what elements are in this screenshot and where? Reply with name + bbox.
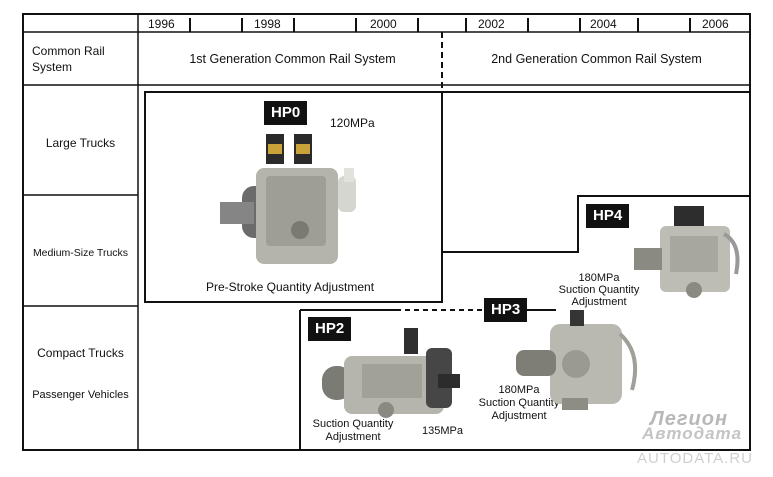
year-2002: 2002 [478, 17, 505, 31]
hp3-note-line2: Adjustment [491, 410, 547, 422]
row-label-large-trucks: Large Trucks [45, 136, 116, 150]
year-2004: 2004 [590, 17, 617, 31]
second-generation-label: 2nd Generation Common Rail System [491, 52, 702, 66]
watermark-line3: AUTODATA.RU [637, 450, 754, 467]
hp3-badge: HP3 [484, 298, 528, 322]
hp2-note-line2: Adjustment [325, 431, 381, 443]
row-label-medium-trucks: Medium-Size Trucks [32, 247, 129, 259]
hp0-note: Pre-Stroke Quantity Adjustment [205, 280, 375, 294]
hp3-note-line1: Suction Quantity [478, 397, 560, 409]
hp2-note-line1: Suction Quantity [312, 418, 394, 430]
row-label-compact-trucks: Compact Trucks [37, 346, 124, 360]
hp3-pump-image [516, 310, 637, 410]
hp4-pressure: 180MPa [578, 272, 620, 284]
watermark-line2: Автодата [642, 424, 743, 443]
hp4-note-line2: Adjustment [571, 296, 627, 308]
watermark-line1: Легион [650, 408, 729, 430]
hp0-badge: HP0 [264, 101, 308, 125]
row-label-system: Common Rail System [32, 44, 105, 74]
hp0-pressure: 120MPa [330, 116, 375, 130]
hp4-pump-image [634, 206, 740, 298]
hp4-badge: HP4 [586, 204, 630, 228]
row-label-passenger-vehicles: Passenger Vehicles [32, 389, 129, 401]
first-generation-label: 1st Generation Common Rail System [189, 52, 396, 66]
hp2-pressure: 135MPa [422, 425, 463, 437]
hp4-note-line1: Suction Quantity [558, 284, 640, 296]
hp2-badge: HP2 [308, 317, 352, 341]
year-2006: 2006 [702, 17, 729, 31]
hp3-pressure: 180MPa [498, 384, 540, 396]
year-2000: 2000 [370, 17, 397, 31]
hp0-pump-image [220, 134, 356, 264]
year-1996: 1996 [148, 17, 175, 31]
year-1998: 1998 [254, 17, 281, 31]
hp2-pump-image [322, 328, 460, 418]
